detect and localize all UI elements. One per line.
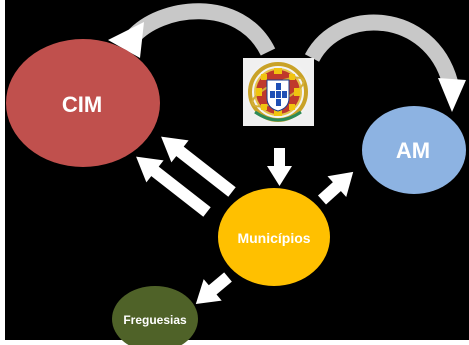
curved-arrow-to-am [304, 14, 466, 112]
node-cim-label: CIM [62, 92, 102, 117]
portugal-coat-of-arms-icon [243, 58, 314, 126]
arrow-municipios-to-am [317, 171, 354, 205]
node-freguesias: Freguesias [112, 286, 198, 345]
node-am-label: AM [396, 138, 430, 163]
node-municipios-label: Municípios [237, 230, 310, 246]
node-cim: CIM [6, 39, 160, 167]
arrow-municipios-to-freguesias [195, 272, 232, 304]
arrow-arms-to-municipios [267, 148, 292, 186]
arrow-municipios-to-cim-lower [136, 156, 211, 217]
arrow-municipios-to-cim-upper [161, 136, 236, 197]
node-am: AM [362, 106, 466, 194]
curved-arrow-to-cim [108, 3, 276, 58]
node-municipios: Municípios [218, 188, 330, 286]
node-freguesias-label: Freguesias [123, 313, 187, 327]
